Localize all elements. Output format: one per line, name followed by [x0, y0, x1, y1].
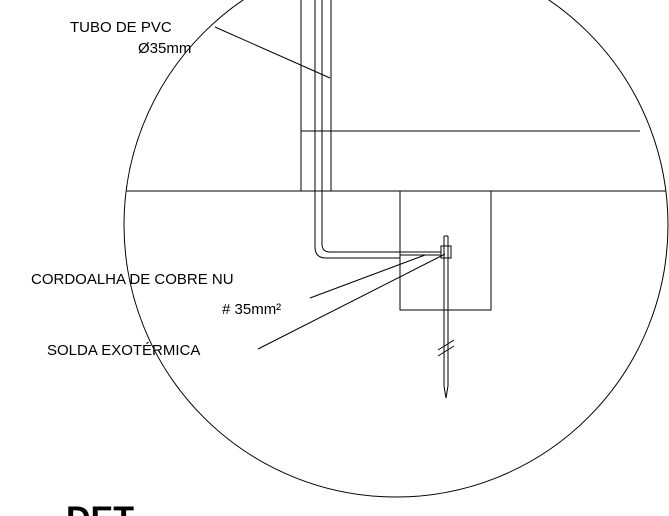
- label-pvc-tube-line2: Ø35mm: [138, 40, 191, 57]
- pvc-tube-outer: [314, 0, 400, 259]
- leader-copper-cable: [309, 254, 426, 299]
- label-copper-cable-line2: # 35mm²: [222, 301, 281, 318]
- label-exothermic-weld: SOLDA EXOTÉRMICA: [47, 342, 200, 359]
- label-copper-cable-line1: CORDOALHA DE COBRE NU: [31, 271, 234, 288]
- weld-connector: [440, 245, 452, 259]
- ground-rod-tip: [443, 385, 449, 399]
- detail-content: [124, 0, 668, 399]
- leader-exothermic-weld: [257, 253, 446, 350]
- break-mark-1: [437, 339, 455, 351]
- detail-title: DET: [66, 500, 134, 516]
- label-pvc-tube-line1: TUBO DE PVC: [70, 19, 172, 36]
- break-mark-2: [437, 345, 455, 357]
- inspection-box: [399, 190, 492, 311]
- pvc-tube-inner: [321, 0, 400, 253]
- leader-pvc-tube: [214, 26, 331, 79]
- detail-circle: [123, 0, 669, 498]
